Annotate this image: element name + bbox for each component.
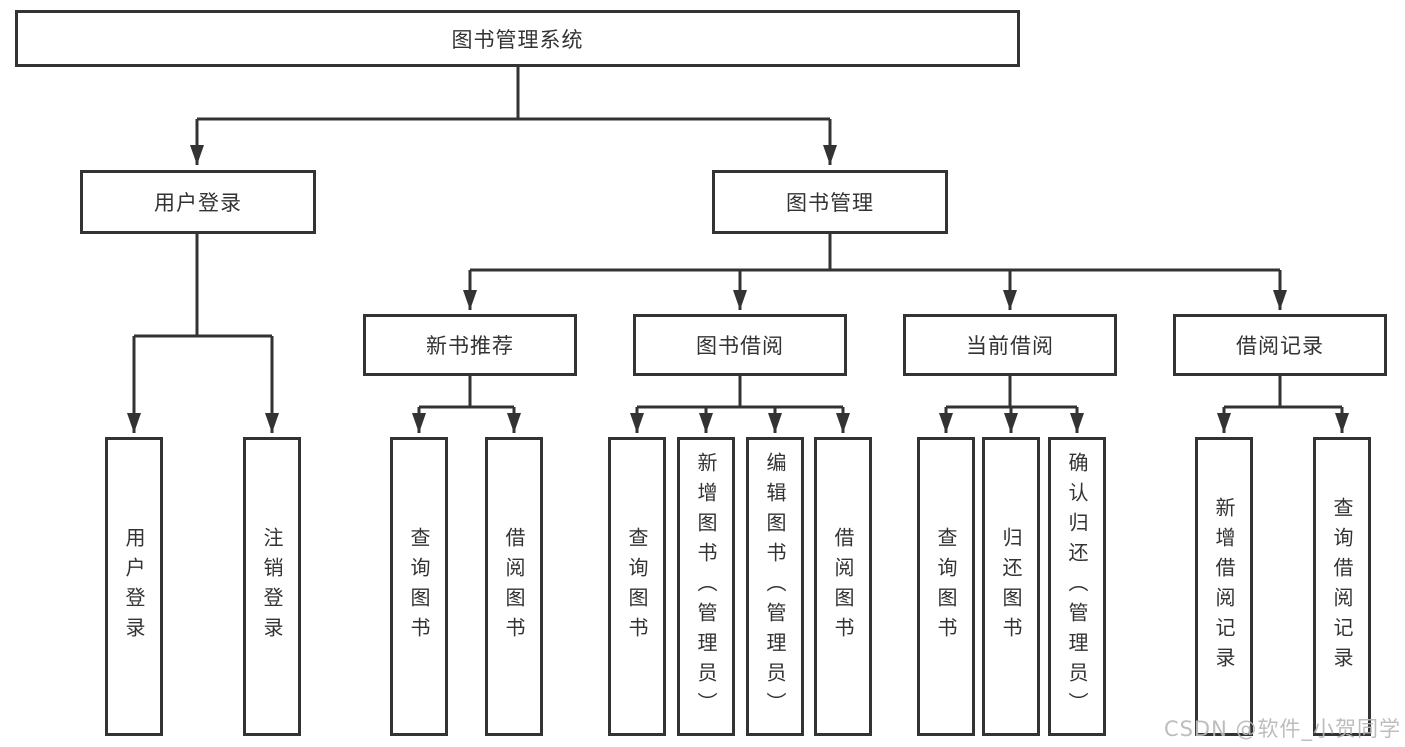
node-label: 新增借阅记录 bbox=[1212, 496, 1236, 677]
leaf-user-login: 用户登录 bbox=[105, 437, 163, 736]
node-label: 查询图书 bbox=[934, 526, 958, 647]
node-label: 新增图书（管理员） bbox=[694, 451, 718, 722]
node-label: 确认归还（管理员） bbox=[1065, 451, 1089, 722]
node-borrow-records: 借阅记录 bbox=[1173, 314, 1387, 376]
leaf-confirm-return-admin: 确认归还（管理员） bbox=[1048, 437, 1106, 736]
leaf-add-borrow-record: 新增借阅记录 bbox=[1195, 437, 1253, 736]
node-label: 借阅图书 bbox=[502, 526, 526, 647]
node-book-borrow: 图书借阅 bbox=[633, 314, 847, 376]
node-label: 当前借阅 bbox=[966, 334, 1054, 358]
node-label: 新书推荐 bbox=[426, 334, 514, 358]
leaf-add-books-admin: 新增图书（管理员） bbox=[677, 437, 735, 736]
node-library-management-system: 图书管理系统 bbox=[15, 10, 1020, 67]
node-book-management-branch: 图书管理 bbox=[712, 170, 948, 234]
csdn-watermark: CSDN @软件_小贺同学 bbox=[1163, 717, 1401, 741]
leaf-borrow-books: 借阅图书 bbox=[814, 437, 872, 736]
node-current-borrow: 当前借阅 bbox=[903, 314, 1117, 376]
node-user-login-branch: 用户登录 bbox=[80, 170, 316, 234]
node-label: 编辑图书（管理员） bbox=[763, 451, 787, 722]
node-label: 查询借阅记录 bbox=[1330, 496, 1354, 677]
node-label: 注销登录 bbox=[260, 526, 284, 647]
leaf-query-books-recommend: 查询图书 bbox=[390, 437, 448, 736]
node-label: 借阅图书 bbox=[831, 526, 855, 647]
leaf-logout: 注销登录 bbox=[243, 437, 301, 736]
leaf-query-books-current: 查询图书 bbox=[917, 437, 975, 736]
leaf-return-books: 归还图书 bbox=[982, 437, 1040, 736]
leaf-borrow-books-recommend: 借阅图书 bbox=[485, 437, 543, 736]
leaf-edit-books-admin: 编辑图书（管理员） bbox=[746, 437, 804, 736]
node-label: 用户登录 bbox=[122, 526, 146, 647]
node-label: 用户登录 bbox=[154, 191, 242, 215]
node-label: 查询图书 bbox=[407, 526, 431, 647]
leaf-query-borrow-records: 查询借阅记录 bbox=[1313, 437, 1371, 736]
node-new-book-recommend: 新书推荐 bbox=[363, 314, 577, 376]
node-label: 图书借阅 bbox=[696, 334, 784, 358]
node-label: 图书管理 bbox=[786, 191, 874, 215]
node-label: 图书管理系统 bbox=[451, 27, 584, 52]
node-label: 归还图书 bbox=[999, 526, 1023, 647]
node-label: 查询图书 bbox=[625, 526, 649, 647]
leaf-query-books-borrow: 查询图书 bbox=[608, 437, 666, 736]
node-label: 借阅记录 bbox=[1236, 334, 1324, 358]
